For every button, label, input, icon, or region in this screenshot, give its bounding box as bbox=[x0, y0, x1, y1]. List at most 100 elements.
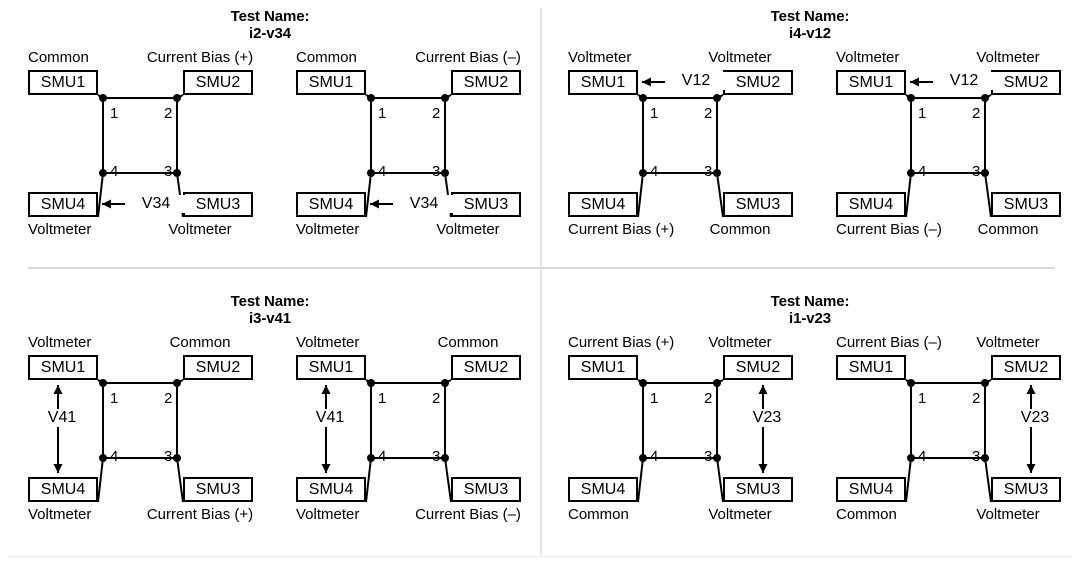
smu2-box: SMU2 bbox=[991, 355, 1061, 380]
voltage-measurement-label: V41 bbox=[34, 409, 90, 427]
voltage-measurement-label: V23 bbox=[1007, 409, 1063, 427]
role-label-bottom-left: Voltmeter bbox=[296, 506, 360, 523]
contact-number-2: 2 bbox=[972, 390, 981, 407]
panel-title: Test Name:i4-v12 bbox=[540, 8, 1080, 42]
role-label-bottom-left: Voltmeter bbox=[28, 506, 92, 523]
smu2-box: SMU2 bbox=[723, 355, 793, 380]
contact-number-4: 4 bbox=[378, 448, 387, 465]
contact-number-3: 3 bbox=[164, 163, 173, 180]
role-label-bottom-right: Voltmeter bbox=[168, 221, 232, 238]
role-label-top-left: Common bbox=[28, 49, 89, 66]
contact-number-3: 3 bbox=[704, 163, 713, 180]
panel-title-prefix: Test Name: bbox=[770, 8, 850, 25]
smu4-box: SMU4 bbox=[28, 192, 98, 217]
contact-number-3: 3 bbox=[972, 163, 981, 180]
horizontal-divider bbox=[28, 267, 1055, 269]
panel-title-prefix: Test Name: bbox=[230, 293, 310, 310]
role-label-bottom-left: Common bbox=[568, 506, 629, 523]
smu3-box: SMU3 bbox=[451, 477, 521, 502]
circuit-wiring bbox=[905, 77, 1006, 218]
voltage-measurement-label: V34 bbox=[393, 195, 455, 213]
role-label-bottom-left: Current Bias (+) bbox=[568, 221, 675, 238]
contact-number-1: 1 bbox=[918, 390, 927, 407]
smu3-box: SMU3 bbox=[991, 192, 1061, 217]
vertical-divider bbox=[540, 8, 542, 555]
contact-number-4: 4 bbox=[918, 448, 927, 465]
role-label-bottom-left: Voltmeter bbox=[28, 221, 92, 238]
contact-number-4: 4 bbox=[378, 163, 387, 180]
role-label-top-left: Voltmeter bbox=[296, 334, 360, 351]
contact-number-1: 1 bbox=[650, 390, 659, 407]
contact-number-4: 4 bbox=[650, 163, 659, 180]
contact-number-1: 1 bbox=[110, 105, 119, 122]
contact-number-1: 1 bbox=[918, 105, 927, 122]
role-label-bottom-left: Current Bias (–) bbox=[836, 221, 942, 238]
contact-number-3: 3 bbox=[432, 163, 441, 180]
contact-number-4: 4 bbox=[110, 448, 119, 465]
role-label-bottom-left: Common bbox=[836, 506, 897, 523]
smu2-box: SMU2 bbox=[451, 70, 521, 95]
contact-number-2: 2 bbox=[164, 105, 173, 122]
smu1-box: SMU1 bbox=[296, 355, 366, 380]
role-label-top-left: Current Bias (–) bbox=[836, 334, 942, 351]
role-label-top-right: Current Bias (–) bbox=[415, 49, 521, 66]
role-label-top-right: Current Bias (+) bbox=[146, 49, 254, 66]
contact-number-3: 3 bbox=[432, 448, 441, 465]
contact-number-4: 4 bbox=[918, 163, 927, 180]
role-label-top-left: Voltmeter bbox=[836, 49, 900, 66]
role-label-bottom-right: Common bbox=[709, 221, 771, 238]
contact-number-4: 4 bbox=[650, 448, 659, 465]
role-label-bottom-right: Common bbox=[977, 221, 1039, 238]
role-label-top-right: Voltmeter bbox=[976, 334, 1040, 351]
contact-number-2: 2 bbox=[164, 390, 173, 407]
circuit-wiring bbox=[53, 379, 184, 503]
smu3-box: SMU3 bbox=[183, 477, 253, 502]
role-label-top-right: Voltmeter bbox=[708, 49, 772, 66]
smu1-box: SMU1 bbox=[28, 355, 98, 380]
smu3-box: SMU3 bbox=[723, 477, 793, 502]
voltage-measurement-label: V23 bbox=[739, 409, 795, 427]
smu1-box: SMU1 bbox=[836, 70, 906, 95]
role-label-bottom-left: Voltmeter bbox=[296, 221, 360, 238]
circuit-wiring bbox=[637, 379, 768, 503]
role-label-bottom-right: Current Bias (–) bbox=[415, 506, 521, 523]
panel-test-name: i1-v23 bbox=[789, 310, 831, 327]
voltage-measurement-label: V12 bbox=[933, 72, 995, 90]
voltage-measurement-label: V34 bbox=[125, 195, 187, 213]
panel-test-name: i3-v41 bbox=[249, 310, 291, 327]
contact-number-1: 1 bbox=[110, 390, 119, 407]
smu4-box: SMU4 bbox=[836, 192, 906, 217]
smu4-box: SMU4 bbox=[836, 477, 906, 502]
panel-title-prefix: Test Name: bbox=[230, 8, 310, 25]
contact-number-1: 1 bbox=[378, 105, 387, 122]
role-label-top-right: Voltmeter bbox=[708, 334, 772, 351]
contact-number-2: 2 bbox=[704, 390, 713, 407]
panel-title-prefix: Test Name: bbox=[770, 293, 850, 310]
smu3-box: SMU3 bbox=[723, 192, 793, 217]
panel-test-name: i4-v12 bbox=[789, 25, 831, 42]
contact-number-3: 3 bbox=[704, 448, 713, 465]
contact-number-3: 3 bbox=[972, 448, 981, 465]
smu4-box: SMU4 bbox=[296, 477, 366, 502]
voltage-measurement-label: V12 bbox=[665, 72, 727, 90]
smu1-box: SMU1 bbox=[568, 70, 638, 95]
contact-number-4: 4 bbox=[110, 163, 119, 180]
smu3-box: SMU3 bbox=[991, 477, 1061, 502]
smu2-box: SMU2 bbox=[723, 70, 793, 95]
smu2-box: SMU2 bbox=[991, 70, 1061, 95]
bottom-border bbox=[8, 556, 1072, 557]
role-label-top-right: Common bbox=[437, 334, 499, 351]
role-label-bottom-right: Voltmeter bbox=[976, 506, 1040, 523]
contact-number-2: 2 bbox=[432, 390, 441, 407]
role-label-top-left: Current Bias (+) bbox=[568, 334, 675, 351]
smu4-box: SMU4 bbox=[568, 477, 638, 502]
